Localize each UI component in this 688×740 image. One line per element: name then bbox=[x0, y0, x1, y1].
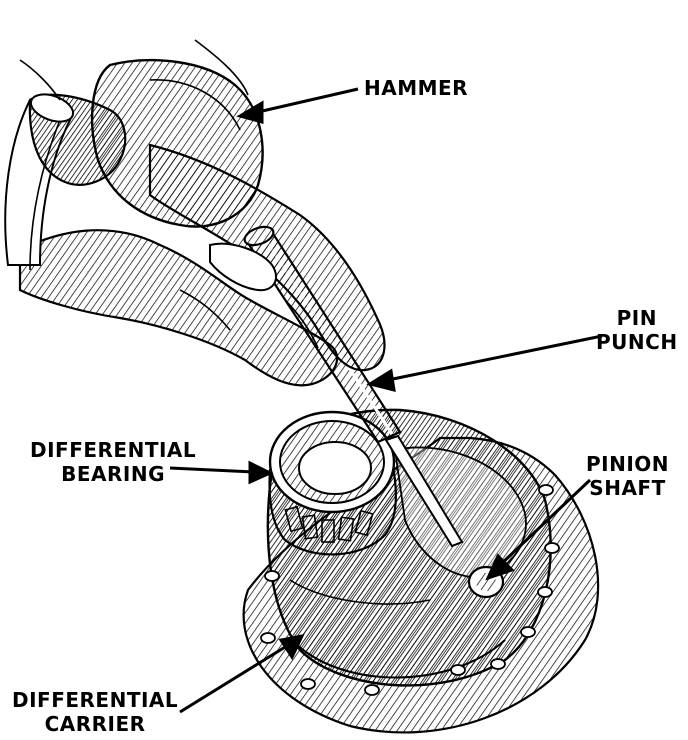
pin-punch-leader bbox=[387, 334, 603, 382]
differential-carrier-label: DIFFERENTIAL CARRIER bbox=[12, 688, 178, 736]
differential-bearing-arrowhead bbox=[248, 460, 274, 485]
hammer-label: HAMMER bbox=[364, 76, 468, 100]
pin-punch-label-line2: PUNCH bbox=[596, 330, 678, 354]
pinion-shaft-leader bbox=[498, 478, 592, 567]
differential-bearing-label: DIFFERENTIAL BEARING bbox=[30, 438, 196, 486]
differential-carrier-label-line1: DIFFERENTIAL bbox=[12, 688, 179, 712]
pinion-shaft-arrowhead bbox=[485, 553, 515, 581]
differential-bearing-label-line1: DIFFERENTIAL bbox=[30, 438, 197, 462]
hammer-arrowhead bbox=[236, 100, 264, 124]
pin-punch-arrowhead bbox=[366, 368, 396, 393]
hammer bbox=[4, 39, 264, 271]
flange-bolt-holes bbox=[260, 484, 560, 696]
differential-carrier-leader bbox=[179, 642, 291, 714]
pinion-shaft-label: PINION SHAFT bbox=[586, 452, 669, 500]
pinion-shaft-label-line1: PINION bbox=[586, 452, 670, 476]
pin-punch-label: PIN PUNCH bbox=[596, 306, 678, 354]
differential-bearing-leader bbox=[169, 466, 255, 474]
hammer-leader bbox=[257, 87, 359, 114]
leader-lines bbox=[169, 87, 603, 714]
hammer-label-text: HAMMER bbox=[364, 76, 469, 100]
differential-carrier-label-line2: CARRIER bbox=[44, 712, 146, 736]
differential-bearing bbox=[268, 410, 397, 556]
pinion-shaft-label-line2: SHAFT bbox=[589, 476, 666, 500]
pin-punch-label-line1: PIN bbox=[616, 306, 657, 330]
differential-bearing-label-line2: BEARING bbox=[61, 462, 166, 486]
differential-carrier-arrowhead bbox=[278, 633, 305, 661]
